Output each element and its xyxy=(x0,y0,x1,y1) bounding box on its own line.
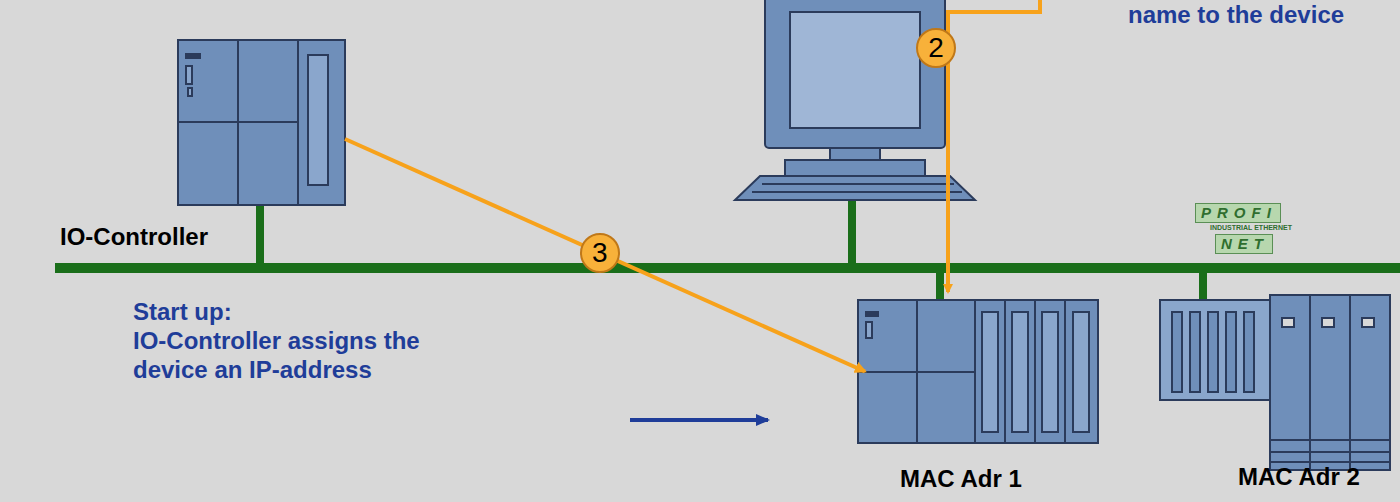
pc-icon xyxy=(735,0,975,200)
device-label: MAC Adr 1 xyxy=(900,465,1022,493)
note-text: name to the device xyxy=(1128,0,1344,29)
callout-number: 2 xyxy=(916,28,956,68)
startup-connector xyxy=(345,139,865,372)
io-device-icon xyxy=(1160,295,1390,470)
profinet-logo: INDUSTRIAL ETHERNET xyxy=(1210,224,1292,232)
naming-leader xyxy=(948,0,1040,292)
note-text: Start up: xyxy=(133,297,232,326)
profinet-logo: PROFI xyxy=(1195,203,1281,223)
device-label: MAC Adr 2 xyxy=(1238,463,1360,491)
io-device: MAC Adr 2 xyxy=(1160,295,1390,470)
pointer-arrow xyxy=(630,418,768,422)
callout-number: 3 xyxy=(580,233,620,273)
profinet-logo: NET xyxy=(1215,234,1273,254)
io-device: MAC Adr 1 xyxy=(858,300,1098,443)
io-controller: IO-Controller xyxy=(178,40,345,205)
io-device-icon xyxy=(858,300,1098,443)
device-label: IO-Controller xyxy=(60,223,208,251)
note-text: IO-Controller assigns the device an IP-a… xyxy=(133,326,453,384)
profinet-bus xyxy=(55,200,1400,300)
plc-icon xyxy=(178,40,345,205)
